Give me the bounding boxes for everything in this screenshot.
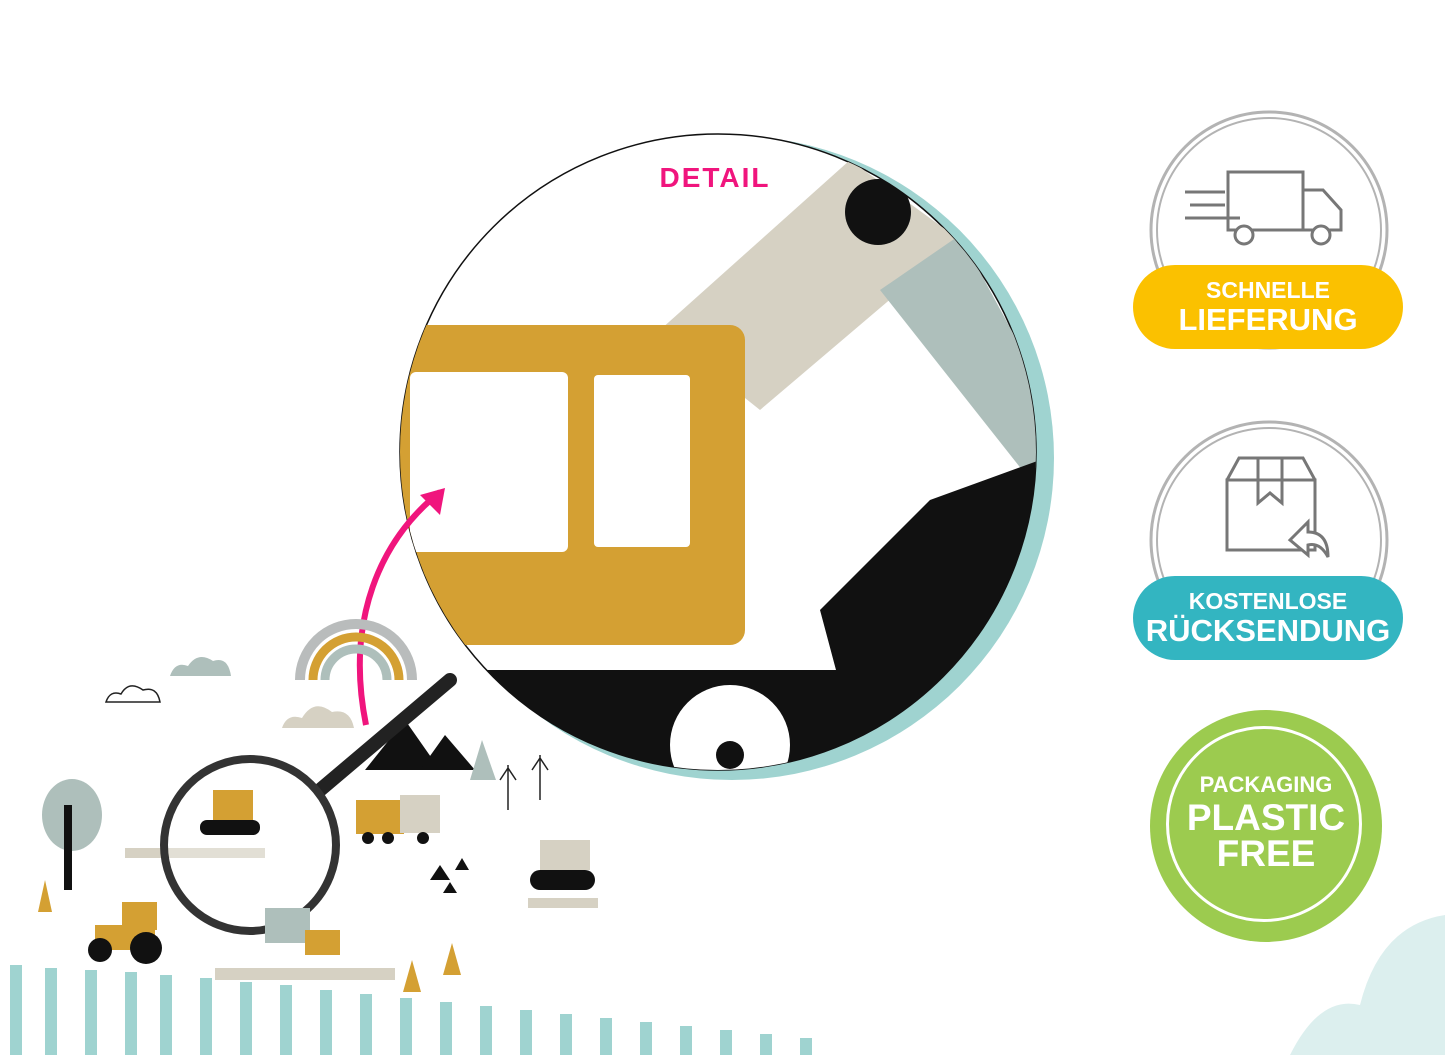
detail-zoom-circle (399, 133, 1054, 780)
plastic-free-badge: PACKAGING PLASTIC FREE (1150, 710, 1382, 942)
truck-icon (1185, 170, 1343, 246)
returns-line1: KOSTENLOSE (1188, 588, 1348, 614)
plastic-free-ring (1166, 726, 1362, 922)
detail-label: DETAIL (659, 162, 771, 193)
plastic-free-line3: FREE (1216, 833, 1316, 874)
returns-badge: KOSTENLOSE RÜCKSENDUNG (1133, 576, 1403, 660)
box-return-icon (1225, 456, 1330, 559)
delivery-line2: LIEFERUNG (1178, 302, 1358, 337)
delivery-line1: SCHNELLE (1206, 277, 1330, 303)
plastic-free-line2: PLASTIC (1186, 797, 1346, 838)
delivery-badge: SCHNELLE LIEFERUNG (1133, 265, 1403, 349)
plastic-free-line1: PACKAGING (1199, 772, 1333, 797)
teal-stripes (10, 965, 812, 1055)
returns-line2: RÜCKSENDUNG (1145, 613, 1391, 648)
